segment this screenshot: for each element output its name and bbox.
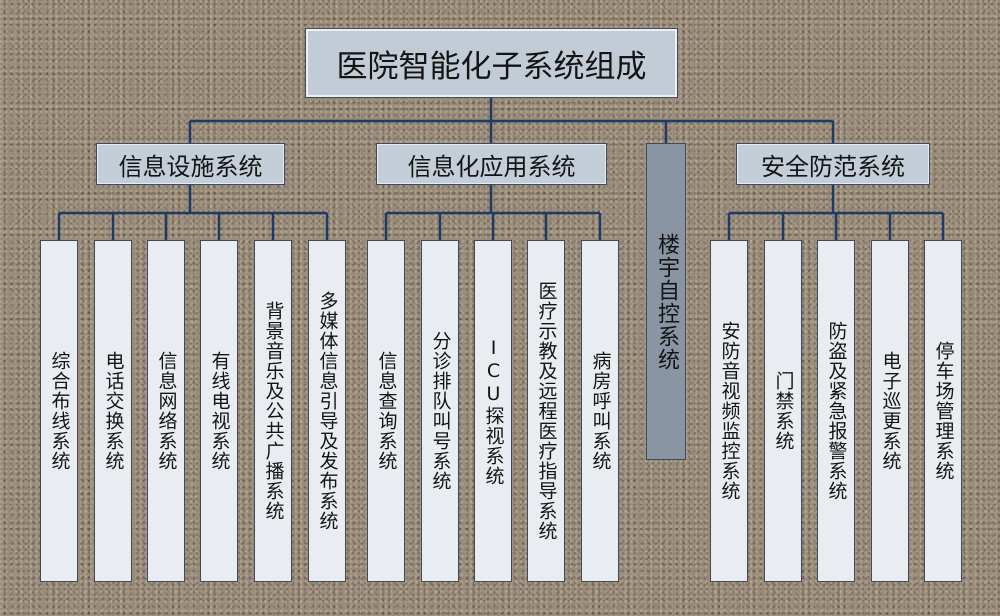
category-label: 楼宇自控系统 xyxy=(654,232,679,371)
leaf-label: 电话交换系统 xyxy=(102,351,125,471)
category-label: 安全防范系统 xyxy=(761,152,905,181)
leaf-node: 分诊排队叫号系统 xyxy=(421,240,459,582)
leaf-node: 医疗示教及远程医疗指导系统 xyxy=(527,240,565,582)
leaf-label: 停车场管理系统 xyxy=(932,341,955,481)
leaf-node: 门禁系统 xyxy=(764,240,802,582)
category-label: 信息设施系统 xyxy=(118,152,263,181)
leaf-node: 信息网络系统 xyxy=(147,240,185,582)
leaf-label: 有线电视系统 xyxy=(208,351,231,471)
leaf-node: ICU探视系统 xyxy=(474,240,512,582)
leaf-label: 电子巡更系统 xyxy=(879,351,902,471)
leaf-label: 背景音乐及公共广播系统 xyxy=(262,301,285,521)
category-security: 安全防范系统 xyxy=(736,143,930,185)
leaf-node: 停车场管理系统 xyxy=(924,240,962,582)
leaf-node: 病房呼叫系统 xyxy=(581,240,619,582)
leaf-node: 安防音视频监控系统 xyxy=(710,240,748,582)
leaf-label: ICU探视系统 xyxy=(482,336,505,486)
leaf-label: 多媒体信息引导及发布系统 xyxy=(316,291,339,531)
leaf-node: 电话交换系统 xyxy=(94,240,132,582)
leaf-node: 有线电视系统 xyxy=(200,240,238,582)
leaf-label: 信息网络系统 xyxy=(155,351,178,471)
leaf-node: 信息查询系统 xyxy=(367,240,405,582)
category-building-automation: 楼宇自控系统 xyxy=(646,143,686,460)
leaf-node: 综合布线系统 xyxy=(40,240,78,582)
leaf-node: 多媒体信息引导及发布系统 xyxy=(308,240,346,582)
root-label: 医院智能化子系统组成 xyxy=(336,48,647,85)
leaf-label: 病房呼叫系统 xyxy=(589,351,612,471)
leaf-label: 分诊排队叫号系统 xyxy=(429,331,452,491)
leaf-label: 信息查询系统 xyxy=(375,351,398,471)
leaf-node: 背景音乐及公共广播系统 xyxy=(254,240,292,582)
leaf-label: 医疗示教及远程医疗指导系统 xyxy=(535,281,558,541)
category-info-facilities: 信息设施系统 xyxy=(96,143,285,185)
leaf-label: 门禁系统 xyxy=(772,371,795,451)
category-info-applications: 信息化应用系统 xyxy=(376,143,607,185)
leaf-label: 安防音视频监控系统 xyxy=(718,321,741,501)
category-label: 信息化应用系统 xyxy=(407,152,576,181)
leaf-label: 防盗及紧急报警系统 xyxy=(825,321,848,501)
leaf-node: 防盗及紧急报警系统 xyxy=(817,240,855,582)
leaf-node: 电子巡更系统 xyxy=(871,240,909,582)
leaf-label: 综合布线系统 xyxy=(48,351,71,471)
root-node: 医院智能化子系统组成 xyxy=(305,28,678,98)
